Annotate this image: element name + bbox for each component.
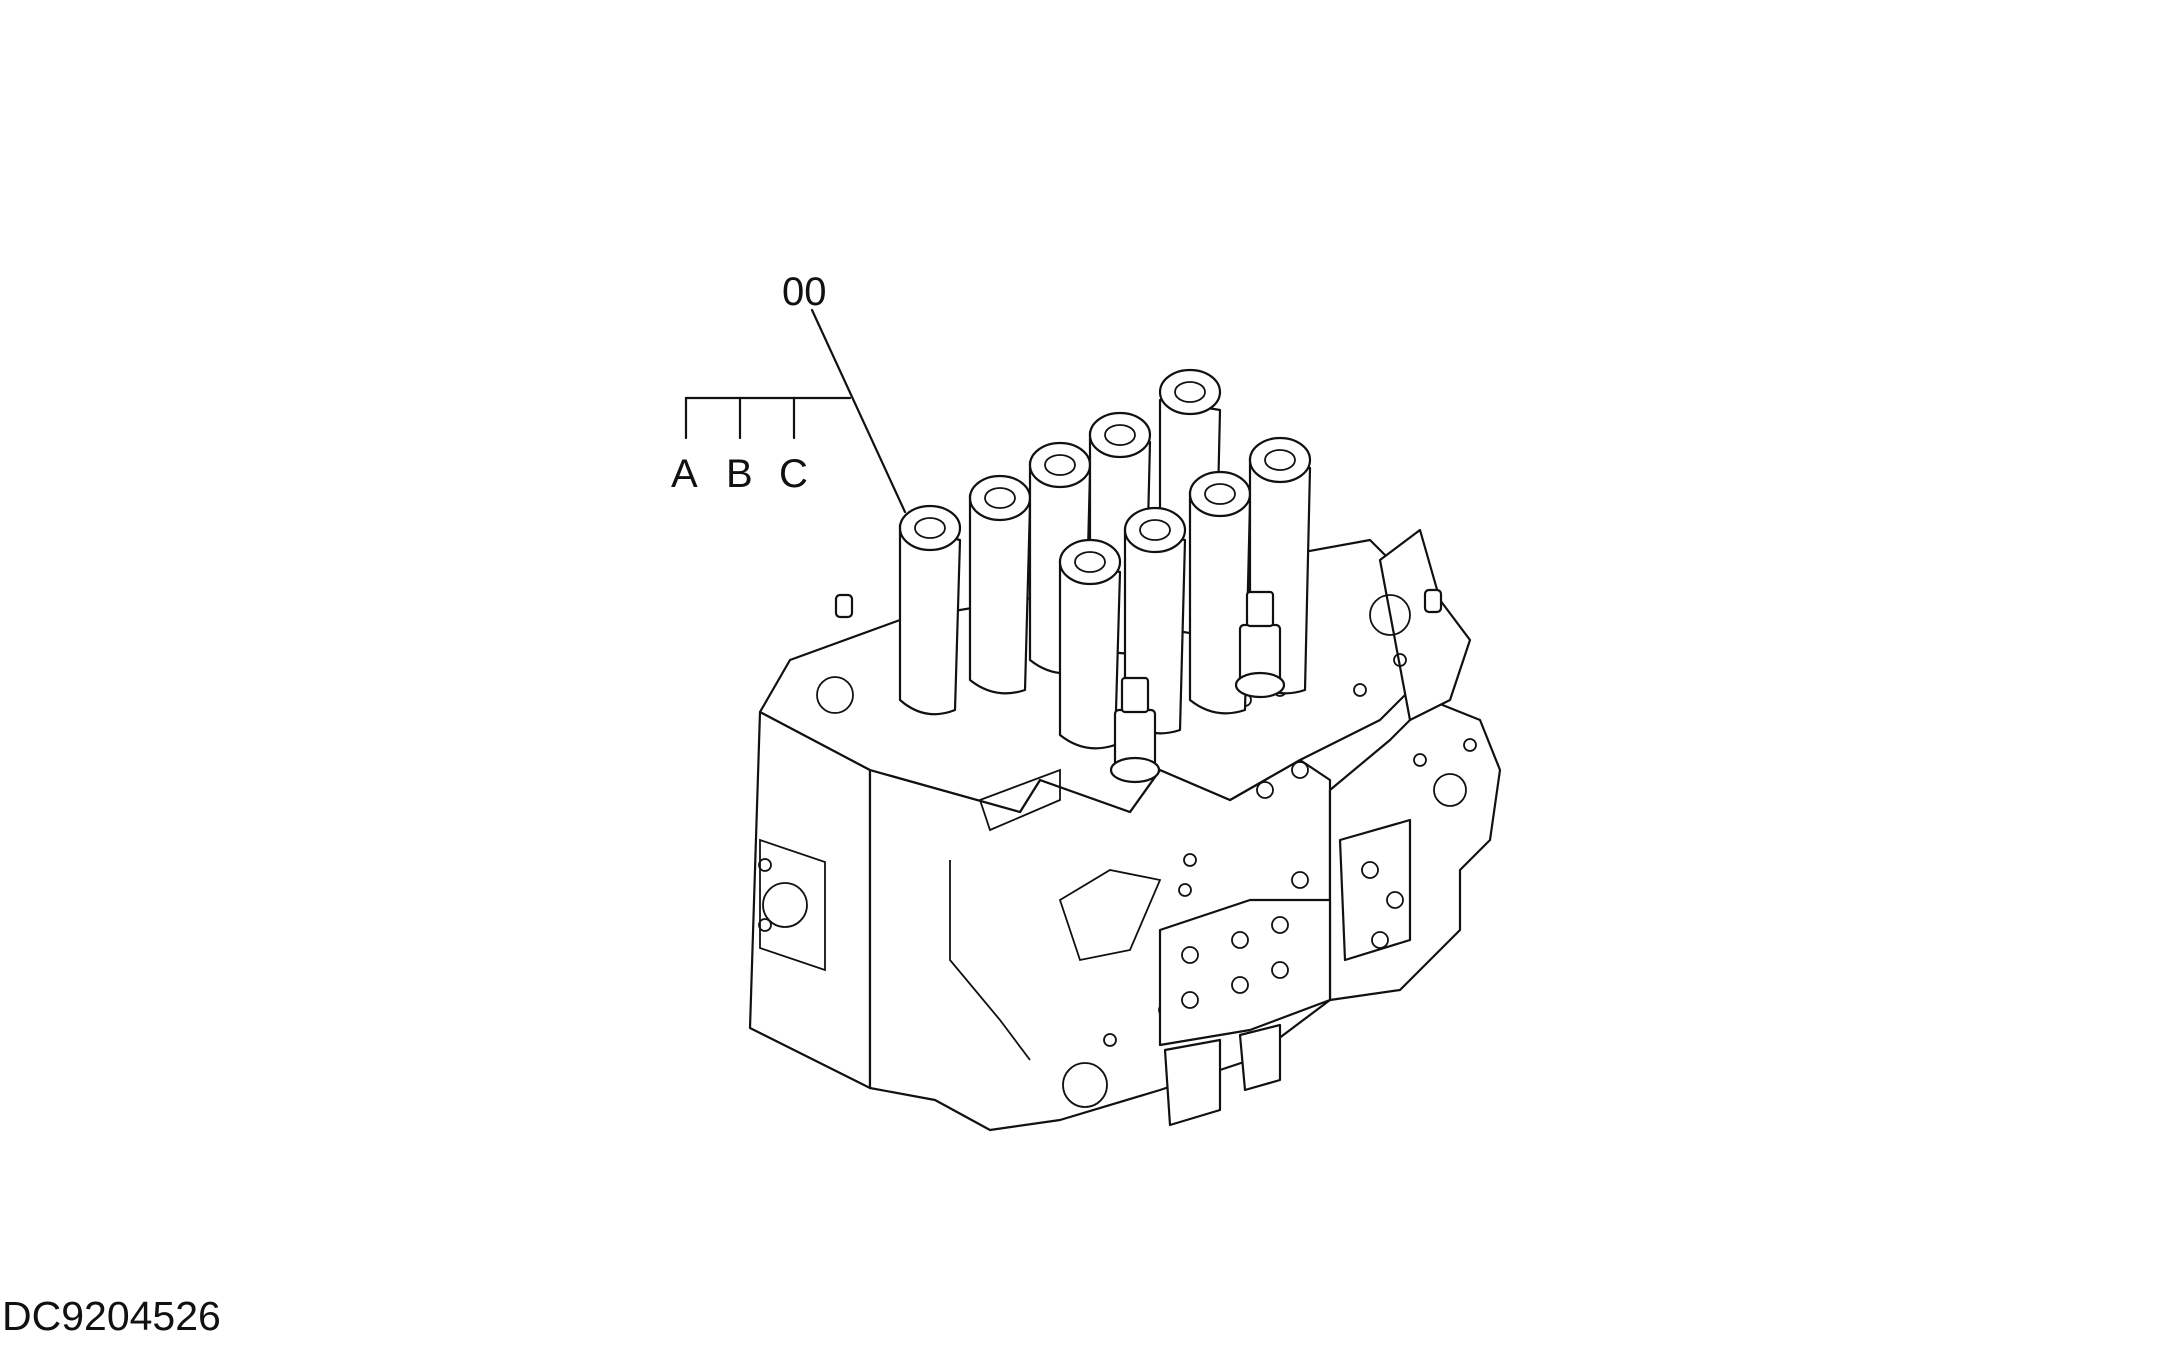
pilot-blocks [1158, 761, 1412, 1047]
document-id: DC9204526 [2, 1293, 221, 1339]
variant-label-a: A [671, 452, 698, 496]
callout-number: 00 [782, 270, 827, 314]
relief-valves [1109, 590, 1286, 784]
spool-caps [898, 368, 1312, 750]
variant-label-b: B [726, 452, 753, 496]
callout-leader [684, 308, 907, 514]
variant-label-c: C [779, 452, 808, 496]
